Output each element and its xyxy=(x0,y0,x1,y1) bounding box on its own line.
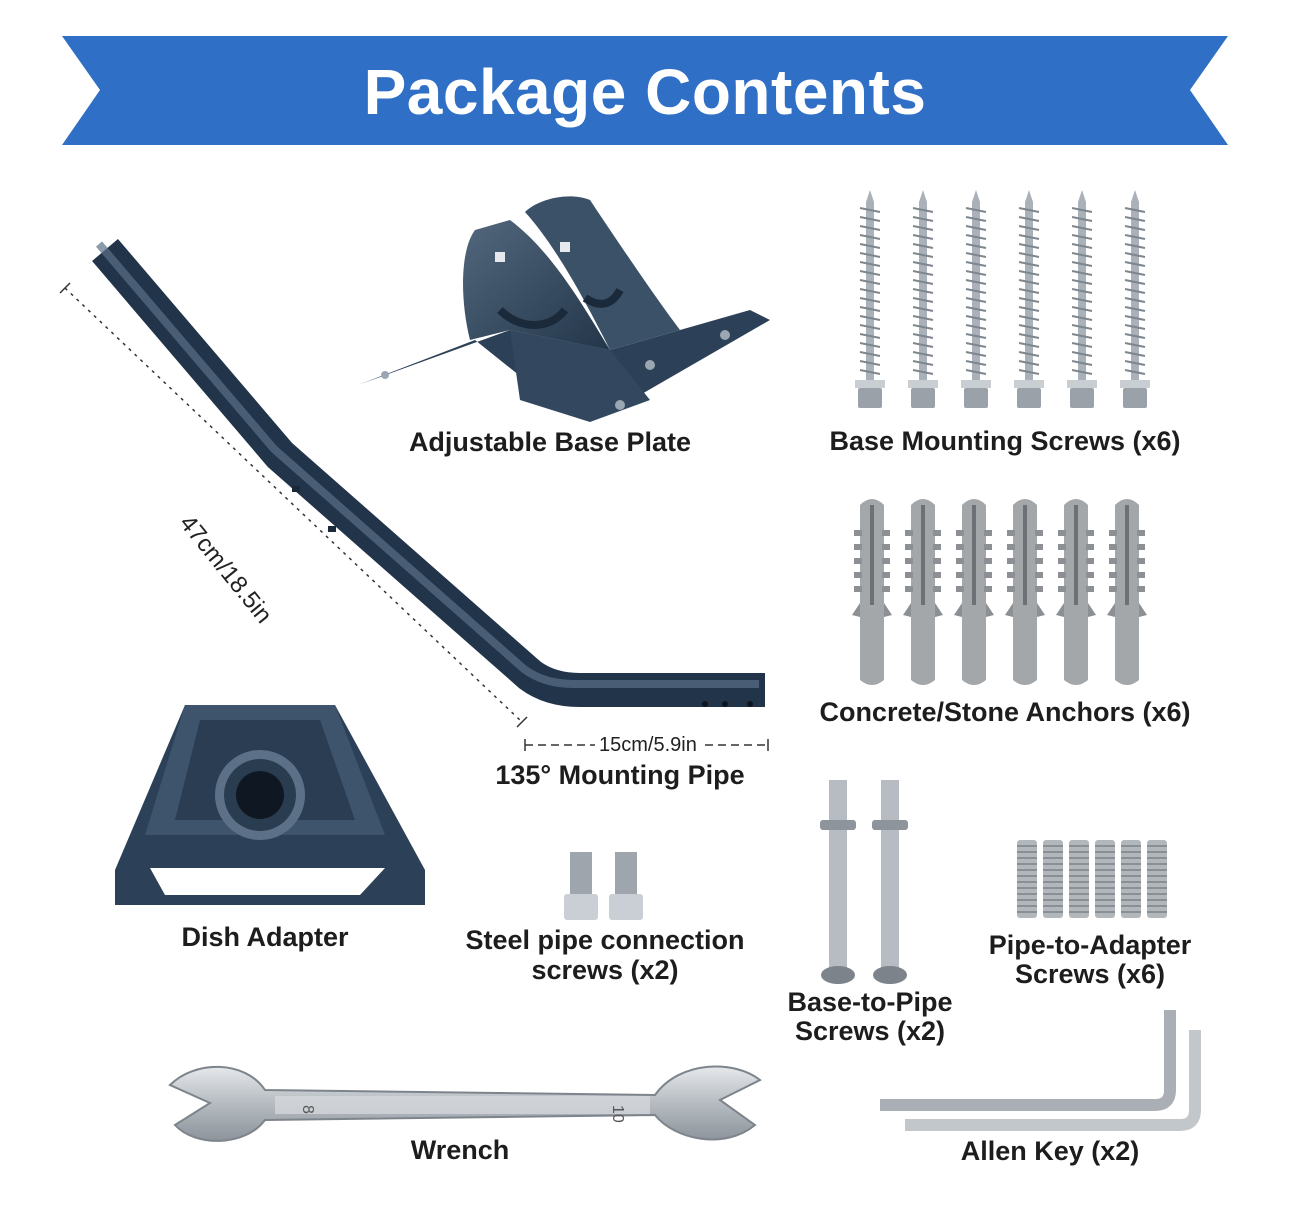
page-title: Package Contents xyxy=(363,56,927,128)
steel-pipe-screws-label-2: screws (x2) xyxy=(531,955,679,985)
steel-pipe-screws-label-1: Steel pipe connection xyxy=(465,925,745,955)
anchor xyxy=(1005,499,1045,685)
base-screws-label: Base Mounting Screws (x6) xyxy=(829,426,1181,456)
allen-key-label: Allen Key (x2) xyxy=(960,1136,1140,1166)
anchor xyxy=(1056,499,1096,685)
wrench-mark-left: 8 xyxy=(299,1105,316,1114)
anchor xyxy=(954,499,994,685)
anchor xyxy=(852,499,892,685)
wrench-mark-right: 10 xyxy=(609,1105,626,1123)
mounting-pipe-label: 135° Mounting Pipe xyxy=(495,760,745,790)
set-screw xyxy=(1147,840,1167,918)
screw xyxy=(908,190,938,408)
wrench-label: Wrench xyxy=(410,1135,510,1165)
dish-adapter-label: Dish Adapter xyxy=(181,922,349,952)
pipe-icon xyxy=(59,238,769,751)
set-screw xyxy=(1017,840,1037,918)
base-to-pipe-label-1: Base-to-Pipe xyxy=(787,987,953,1017)
dish-adapter-icon xyxy=(115,705,425,905)
screw xyxy=(1067,190,1097,408)
screw xyxy=(855,190,885,408)
wrench-icon: 8 10 xyxy=(168,1065,762,1142)
base-to-pipe-label-2: Screws (x2) xyxy=(794,1016,946,1046)
screw xyxy=(1014,190,1044,408)
set-screw-icon xyxy=(1017,840,1167,918)
bolt-icon xyxy=(564,852,643,920)
base-plate-icon xyxy=(358,196,770,422)
long-bolt-icon xyxy=(820,780,908,984)
set-screw xyxy=(1043,840,1063,918)
anchor xyxy=(903,499,943,685)
pipe-to-adapter-label-1: Pipe-to-Adapter xyxy=(988,930,1192,960)
screw xyxy=(1120,190,1150,408)
set-screw xyxy=(1095,840,1115,918)
set-screw xyxy=(1121,840,1141,918)
screw-icon xyxy=(855,190,1150,408)
header-banner xyxy=(62,36,1228,145)
anchors-label: Concrete/Stone Anchors (x6) xyxy=(819,697,1191,727)
anchor-icon xyxy=(852,499,1147,685)
anchor xyxy=(1107,499,1147,685)
allen-key-icon xyxy=(880,1010,1201,1131)
base-plate-label: Adjustable Base Plate xyxy=(408,427,692,457)
pipe-bend-label: 15cm/5.9in xyxy=(599,734,697,756)
set-screw xyxy=(1069,840,1089,918)
pipe-to-adapter-label-2: Screws (x6) xyxy=(1014,959,1166,989)
screw xyxy=(961,190,991,408)
